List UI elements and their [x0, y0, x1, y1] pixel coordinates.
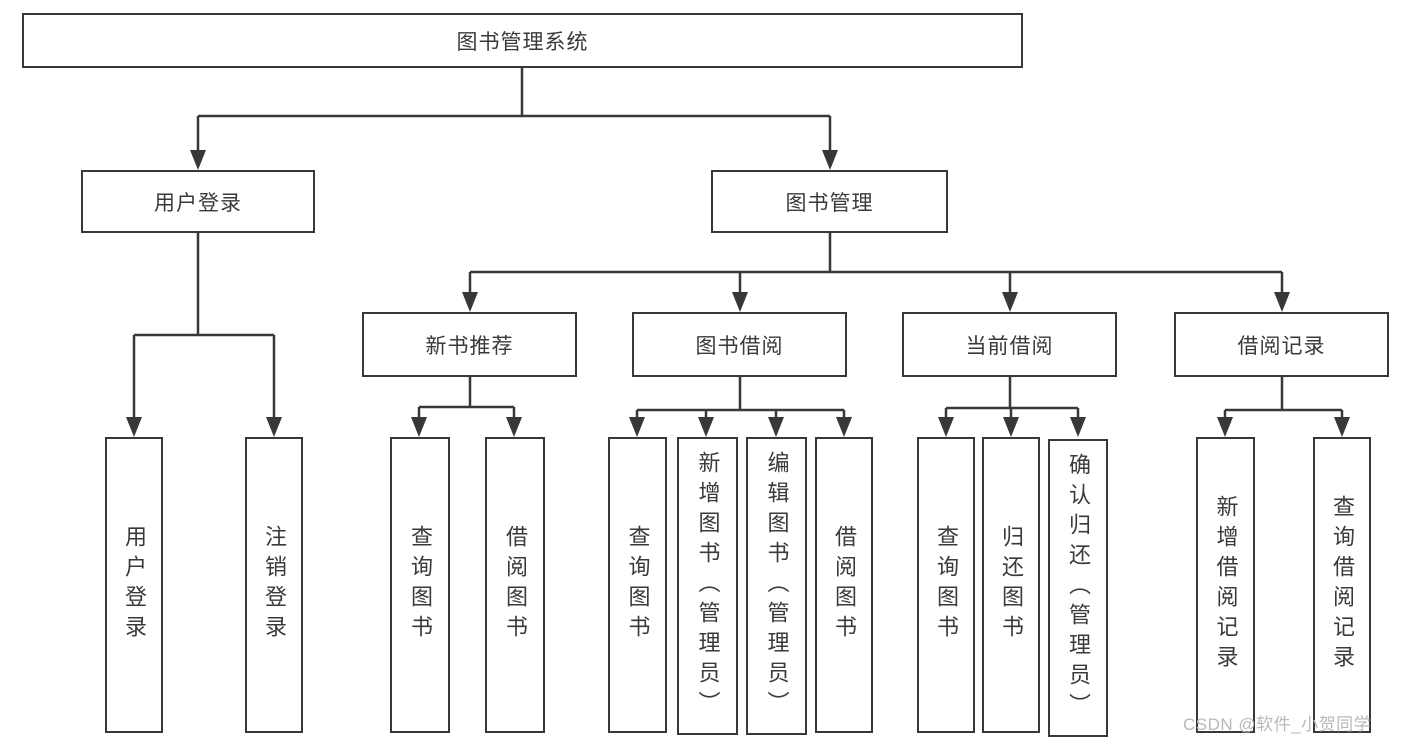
leaf-query-borrow-record: 查询借阅记录	[1313, 437, 1371, 733]
edges-user-login	[126, 233, 282, 437]
leaf-label: 用户登录	[122, 525, 147, 645]
leaf-label: 编辑图书（管理员）	[764, 451, 790, 721]
edges-borrow-records	[1217, 377, 1350, 437]
edges-new-book-recommend	[411, 377, 522, 437]
leaf-label: 归还图书	[999, 525, 1024, 645]
leaf-borrow-books-1: 借阅图书	[485, 437, 545, 733]
leaf-add-books-admin: 新增图书（管理员）	[677, 437, 738, 735]
leaf-query-books-2: 查询图书	[608, 437, 667, 733]
edges-book-management	[462, 233, 1290, 312]
leaf-label: 查询借阅记录	[1330, 495, 1355, 675]
csdn-watermark: CSDN @软件_小贺同学	[1183, 715, 1372, 734]
node-book-management: 图书管理	[711, 170, 948, 233]
leaf-label: 注销登录	[262, 525, 287, 645]
node-user-login: 用户登录	[81, 170, 315, 233]
leaf-add-borrow-record: 新增借阅记录	[1196, 437, 1255, 733]
leaf-query-books-1: 查询图书	[390, 437, 450, 733]
leaf-label: 查询图书	[625, 525, 651, 645]
leaf-logout: 注销登录	[245, 437, 303, 733]
node-current-borrow: 当前借阅	[902, 312, 1117, 377]
edges-root	[190, 68, 838, 170]
leaf-label: 借阅图书	[503, 525, 528, 645]
leaf-query-books-3: 查询图书	[917, 437, 975, 733]
leaf-label: 查询图书	[408, 525, 433, 645]
edges-current-borrow	[938, 377, 1086, 437]
leaf-borrow-books-2: 借阅图书	[815, 437, 873, 733]
leaf-label: 借阅图书	[832, 525, 857, 645]
leaf-label: 新增图书（管理员）	[695, 451, 721, 721]
leaf-return-books: 归还图书	[982, 437, 1040, 733]
leaf-user-login: 用户登录	[105, 437, 163, 733]
leaf-label: 确认归还（管理员）	[1066, 453, 1091, 723]
edges-book-borrow	[629, 377, 852, 437]
node-new-book-recommend: 新书推荐	[362, 312, 577, 377]
leaf-edit-books-admin: 编辑图书（管理员）	[746, 437, 807, 735]
leaf-confirm-return-admin: 确认归还（管理员）	[1048, 439, 1108, 737]
node-borrow-records: 借阅记录	[1174, 312, 1389, 377]
node-book-borrow: 图书借阅	[632, 312, 847, 377]
leaf-label: 新增借阅记录	[1213, 495, 1239, 675]
node-root-library-system: 图书管理系统	[22, 13, 1023, 68]
leaf-label: 查询图书	[934, 525, 959, 645]
